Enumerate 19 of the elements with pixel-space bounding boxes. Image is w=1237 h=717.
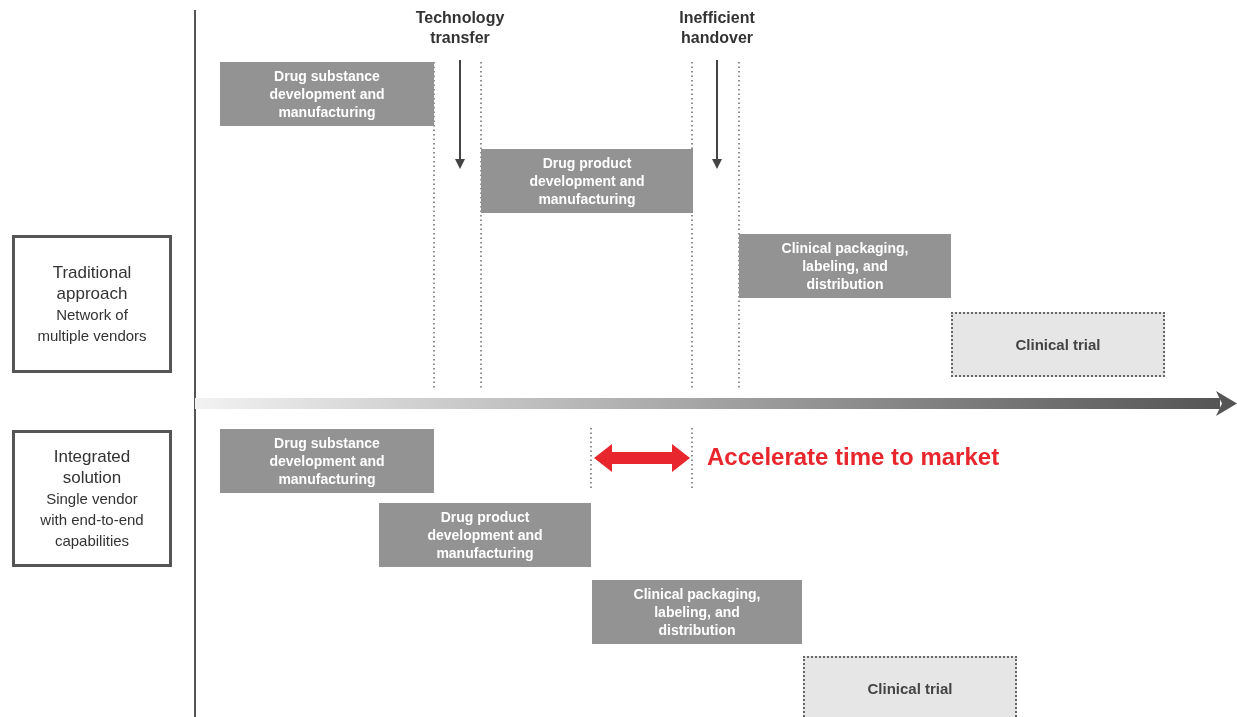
approach-title: Traditional approach — [51, 262, 133, 304]
trial-box: Clinical trial — [803, 656, 1017, 717]
task-bar: Clinical packaging, labeling, and distribution — [592, 580, 802, 644]
arrow — [712, 59, 722, 169]
task-bar: Drug substance development and manufacturing — [220, 429, 434, 493]
annotation-text: Accelerate time to market — [707, 443, 1000, 471]
trial-box: Clinical trial — [951, 312, 1165, 377]
task-bar: Drug product development and manufacturing — [379, 503, 591, 567]
approach-box — [12, 235, 172, 373]
approach-description: Network of multiple vendors — [36, 305, 148, 346]
task-bar: Clinical packaging, labeling, and distribution — [739, 234, 951, 298]
task-bar: Drug product development and manufacturing — [481, 149, 693, 213]
approach-title: Integrated solution — [52, 446, 132, 488]
task-bar: Drug substance development and manufacturing — [220, 62, 434, 126]
callout-text: Technology transfer — [395, 6, 525, 50]
approach-description: Single vendor with end-to-end capabilities — [39, 489, 145, 551]
callout-text: Inefficient handover — [652, 6, 782, 50]
arrow — [455, 59, 465, 169]
approach-box — [12, 430, 172, 567]
